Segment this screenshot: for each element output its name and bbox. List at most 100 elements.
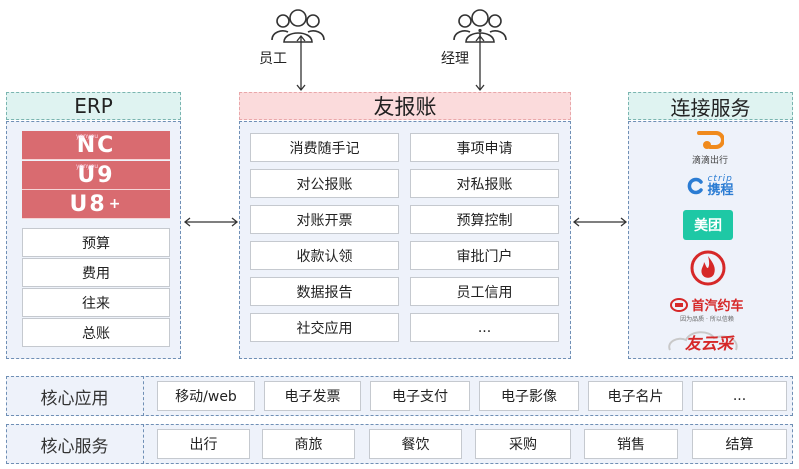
brand-u8-plus: + — [108, 196, 123, 212]
main-item-label: 对公报账 — [296, 176, 353, 193]
main-item-label: 预算控制 — [456, 212, 513, 229]
main-item: ... — [410, 313, 559, 342]
main-item-label: 事项申请 — [456, 140, 513, 157]
erp-item-budget: 预算 — [22, 228, 170, 257]
main-item-label: 数据报告 — [296, 284, 353, 301]
youyuncai-text: 友云采 — [684, 334, 733, 353]
main-item-label: 员工信用 — [456, 284, 513, 301]
erp-item-label: 费用 — [82, 265, 110, 282]
erp-item-ledger: 总账 — [22, 318, 170, 347]
main-item-label: 对账开票 — [296, 212, 353, 229]
core-service-label: 餐饮 — [401, 437, 430, 453]
main-item: 收款认领 — [250, 241, 399, 270]
brand-nc-label: NC — [76, 132, 116, 158]
core-service-item: 餐饮 — [369, 429, 462, 459]
flame-logo — [690, 250, 726, 286]
core-service-item: 销售 — [584, 429, 678, 459]
didi-logo: 滴滴出行 — [668, 126, 752, 168]
core-app-label: 电子发票 — [284, 389, 341, 405]
main-item: 员工信用 — [410, 277, 559, 306]
core-apps-label-text: 核心应用 — [40, 388, 109, 409]
manager-user-icon — [453, 9, 507, 43]
didi-icon — [697, 130, 724, 149]
meituan-text: 美团 — [694, 218, 722, 234]
erp-item-label: 往来 — [82, 295, 110, 312]
main-item: 审批门户 — [410, 241, 559, 270]
core-app-item: 电子支付 — [370, 381, 470, 411]
youyuncai-logo: 友云采 — [664, 328, 754, 356]
core-app-item: ... — [692, 381, 787, 411]
services-header: 连接服务 — [628, 92, 793, 120]
core-app-label: 电子支付 — [392, 389, 448, 405]
ctrip-latin: ctrip — [707, 174, 733, 184]
erp-item-label: 预算 — [82, 235, 110, 252]
erp-main-arrow — [183, 217, 239, 227]
brand-u8: U8+ — [22, 190, 170, 219]
main-item: 社交应用 — [250, 313, 399, 342]
employee-label: 员工 — [259, 51, 287, 67]
employee-user-icon — [271, 9, 325, 43]
core-services-label: 核心服务 — [6, 424, 144, 464]
core-service-item: 商旅 — [262, 429, 355, 459]
core-app-item: 移动/web — [157, 381, 255, 411]
core-services-label-text: 核心服务 — [40, 436, 109, 457]
main-item: 对账开票 — [250, 205, 399, 234]
main-item: 对私报账 — [410, 169, 559, 198]
didi-text: 滴滴出行 — [691, 155, 728, 166]
core-app-label: 移动/web — [175, 389, 237, 405]
ctrip-icon — [688, 177, 704, 195]
brand-nc: yonyou NC — [22, 131, 170, 160]
core-app-item: 电子名片 — [588, 381, 683, 411]
shouqi-icon — [670, 297, 689, 312]
core-service-label: 商旅 — [294, 437, 323, 453]
main-item-label: 审批门户 — [456, 248, 513, 265]
main-item: 事项申请 — [410, 133, 559, 162]
shouqi-logo: 首汽约车 因为品质 · 所以信赖 — [662, 292, 752, 326]
core-app-label: 电子名片 — [607, 389, 664, 405]
core-app-label: ... — [732, 388, 747, 404]
core-service-item: 出行 — [157, 429, 250, 459]
erp-item-accounts: 往来 — [22, 288, 170, 317]
core-service-label: 销售 — [617, 437, 645, 453]
core-service-item: 采购 — [475, 429, 571, 459]
services-title: 连接服务 — [670, 95, 751, 120]
manager-label: 经理 — [441, 51, 469, 67]
brand-nc-prefix: yonyou — [76, 133, 99, 140]
core-service-label: 出行 — [189, 437, 218, 453]
shouqi-sub: 因为品质 · 所以信赖 — [680, 316, 734, 323]
erp-title: ERP — [74, 94, 113, 118]
main-header: 友报账 — [239, 92, 571, 120]
erp-header: ERP — [6, 92, 181, 120]
main-title: 友报账 — [373, 95, 437, 119]
main-item-label: ... — [477, 319, 492, 336]
flame-icon — [690, 250, 726, 286]
erp-item-expense: 费用 — [22, 258, 170, 287]
brand-u9-prefix: yonyou — [76, 163, 99, 170]
core-app-item: 电子影像 — [479, 381, 579, 411]
main-item: 预算控制 — [410, 205, 559, 234]
brand-u9: yonyou U9 — [22, 161, 170, 190]
main-item-label: 对私报账 — [456, 176, 513, 193]
manager-arrow — [475, 34, 485, 92]
ctrip-text: 携程 — [707, 183, 734, 198]
core-apps-label: 核心应用 — [6, 376, 144, 416]
services-panel — [628, 121, 793, 359]
core-app-label: 电子影像 — [501, 389, 557, 405]
cloud-icon — [668, 331, 738, 351]
core-service-label: 采购 — [509, 437, 537, 453]
core-app-item: 电子发票 — [264, 381, 361, 411]
main-item-label: 社交应用 — [296, 320, 353, 337]
core-service-item: 结算 — [692, 429, 787, 459]
erp-item-label: 总账 — [82, 325, 110, 342]
main-item-label: 消费随手记 — [289, 140, 360, 157]
shouqi-text: 首汽约车 — [691, 299, 744, 314]
main-item: 消费随手记 — [250, 133, 399, 162]
main-services-arrow — [572, 217, 628, 227]
ctrip-logo: ctrip 携程 — [670, 173, 750, 199]
brand-u8-label: U8 — [69, 191, 107, 217]
core-service-label: 结算 — [725, 437, 754, 453]
main-item: 对公报账 — [250, 169, 399, 198]
employee-arrow — [296, 34, 306, 92]
main-item: 数据报告 — [250, 277, 399, 306]
brand-u9-label: U9 — [77, 162, 115, 188]
